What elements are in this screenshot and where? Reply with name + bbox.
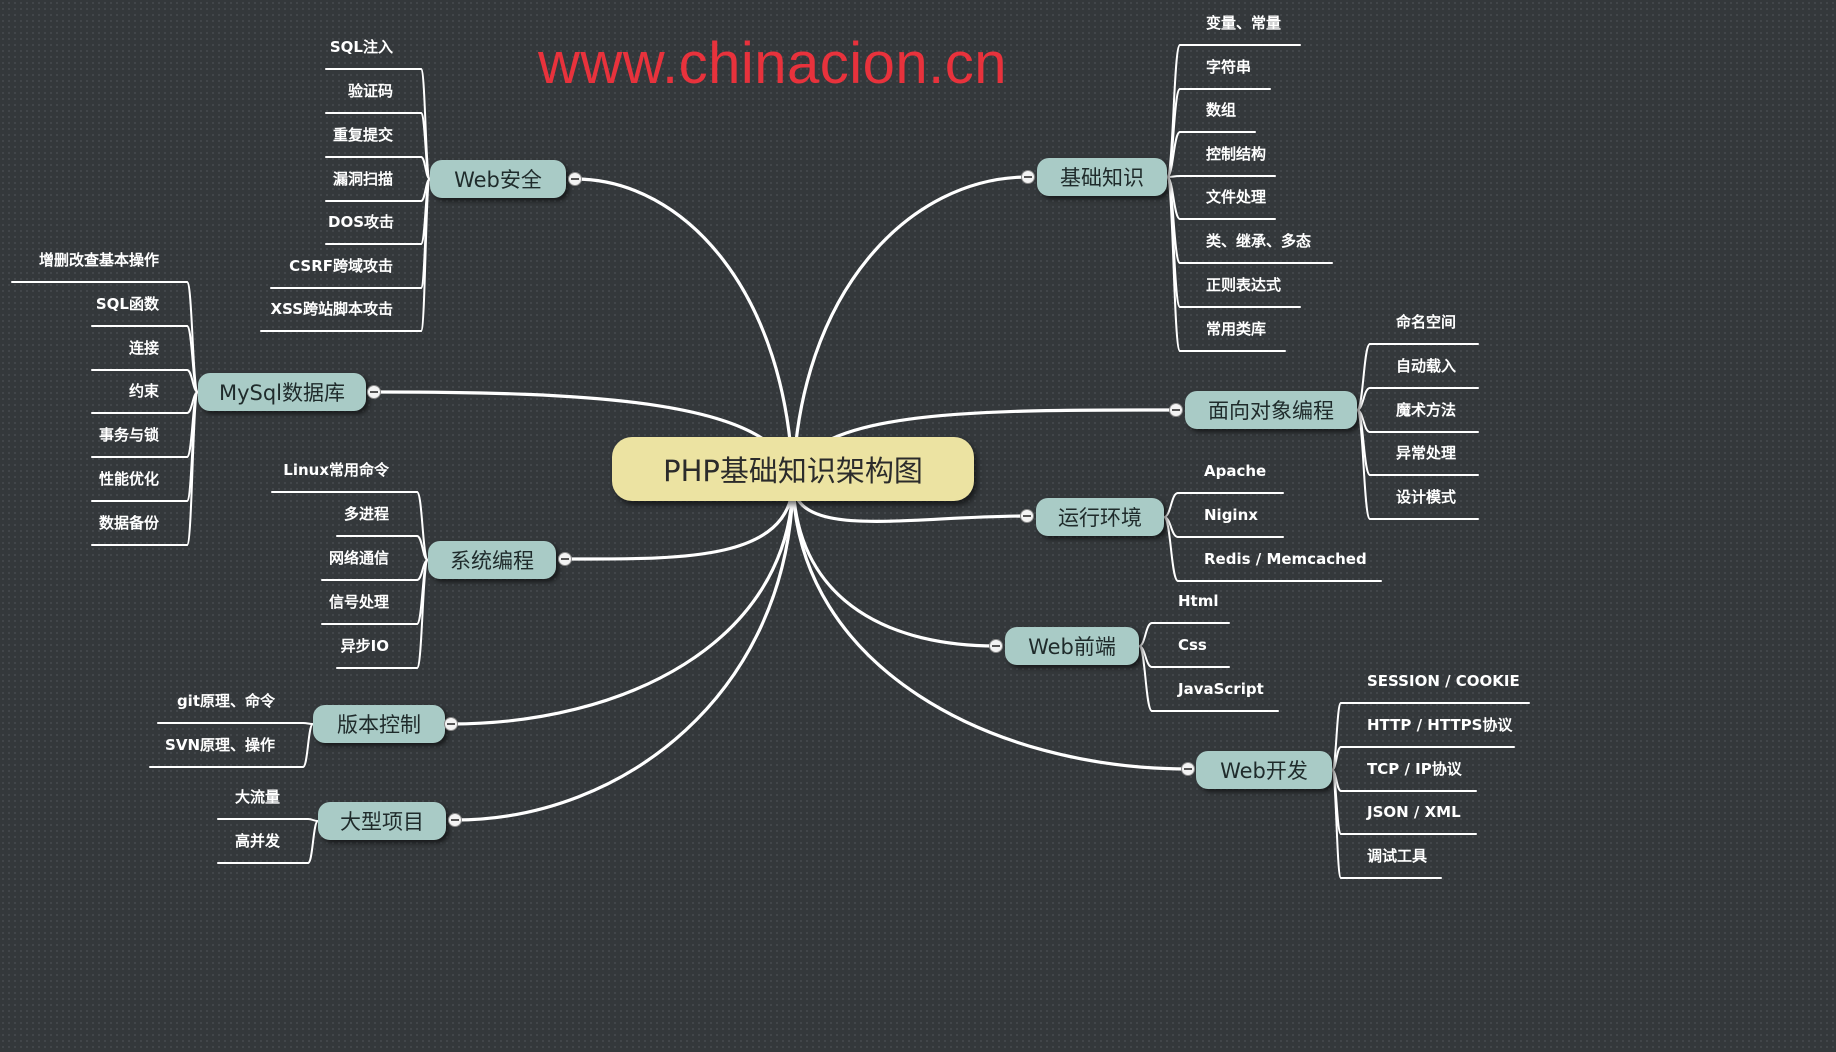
leaf-basic-knowledge-8[interactable]: 常用类库 xyxy=(1206,320,1267,338)
connector-large-projects xyxy=(453,483,795,822)
leaf-web-development-1[interactable]: SESSION / COOKIE xyxy=(1367,672,1520,690)
connector-system-programming xyxy=(563,483,795,561)
leaf-system-programming-1[interactable]: Linux常用命令 xyxy=(283,461,389,479)
leaf-runtime-environment-2[interactable]: Niginx xyxy=(1204,506,1258,524)
leaf-web-frontend-3[interactable]: JavaScript xyxy=(1178,680,1264,698)
collapse-web-frontend-icon[interactable] xyxy=(989,639,1003,653)
branch-runtime-environment[interactable]: 运行环境 xyxy=(1036,498,1164,536)
leaf-connector-mysql-database-7 xyxy=(186,391,199,546)
leaf-web-development-4[interactable]: JSON / XML xyxy=(1367,803,1461,821)
leaf-connector-web-frontend-3 xyxy=(1138,645,1153,712)
collapse-runtime-environment-icon[interactable] xyxy=(1020,509,1034,523)
leaf-connector-basic-knowledge-3 xyxy=(1166,131,1181,178)
branch-mysql-database[interactable]: MySql数据库 xyxy=(198,373,366,411)
branch-web-frontend[interactable]: Web前端 xyxy=(1005,627,1139,665)
leaf-connector-system-programming-5 xyxy=(416,559,429,669)
leaf-connector-version-control-2 xyxy=(302,723,314,768)
collapse-mysql-database-icon[interactable] xyxy=(367,385,381,399)
leaf-web-security-3[interactable]: 重复提交 xyxy=(332,126,393,144)
leaf-system-programming-2[interactable]: 多进程 xyxy=(343,505,389,523)
leaf-connector-oop-5 xyxy=(1356,409,1371,520)
leaf-connector-large-projects-1 xyxy=(307,818,319,822)
branch-web-development[interactable]: Web开发 xyxy=(1196,751,1332,789)
leaf-version-control-2[interactable]: SVN原理、操作 xyxy=(165,736,275,754)
leaf-mysql-database-2[interactable]: SQL函数 xyxy=(95,295,159,313)
leaf-web-development-5[interactable]: 调试工具 xyxy=(1367,847,1428,865)
leaf-connector-mysql-database-1 xyxy=(186,281,199,393)
leaf-system-programming-4[interactable]: 信号处理 xyxy=(328,593,389,611)
leaf-connector-web-frontend-1 xyxy=(1138,622,1153,647)
leaf-oop-5[interactable]: 设计模式 xyxy=(1396,488,1457,506)
collapse-version-control-icon[interactable] xyxy=(444,717,458,731)
leaf-connector-large-projects-2 xyxy=(307,820,319,864)
collapse-basic-knowledge-icon[interactable] xyxy=(1021,170,1035,184)
leaf-basic-knowledge-6[interactable]: 类、继承、多态 xyxy=(1206,232,1312,250)
leaf-basic-knowledge-2[interactable]: 字符串 xyxy=(1206,58,1252,76)
leaf-web-security-2[interactable]: 验证码 xyxy=(347,82,393,100)
leaf-mysql-database-4[interactable]: 约束 xyxy=(128,382,159,400)
leaf-basic-knowledge-7[interactable]: 正则表达式 xyxy=(1206,276,1282,294)
leaf-connector-basic-knowledge-8 xyxy=(1166,176,1181,352)
connector-web-development xyxy=(791,483,1190,771)
leaf-mysql-database-3[interactable]: 连接 xyxy=(128,339,159,357)
leaf-connector-runtime-environment-3 xyxy=(1163,516,1179,582)
leaf-web-security-7[interactable]: XSS跨站脚本攻击 xyxy=(270,300,394,318)
collapse-large-projects-icon[interactable] xyxy=(448,813,462,827)
leaf-connector-web-development-5 xyxy=(1331,769,1342,879)
leaf-connector-web-security-1 xyxy=(420,68,431,180)
collapse-oop-icon[interactable] xyxy=(1169,403,1183,417)
leaf-system-programming-5[interactable]: 异步IO xyxy=(340,637,389,655)
leaf-runtime-environment-3[interactable]: Redis / Memcached xyxy=(1204,550,1367,568)
collapse-web-development-icon[interactable] xyxy=(1181,762,1195,776)
leaf-mysql-database-5[interactable]: 事务与锁 xyxy=(98,426,159,444)
connector-web-security xyxy=(573,177,795,487)
branch-system-programming[interactable]: 系统编程 xyxy=(428,541,556,579)
leaf-basic-knowledge-5[interactable]: 文件处理 xyxy=(1206,188,1267,206)
leaf-oop-4[interactable]: 异常处理 xyxy=(1396,444,1457,462)
connector-version-control xyxy=(449,483,795,726)
connector-web-frontend xyxy=(791,483,998,648)
leaf-mysql-database-6[interactable]: 性能优化 xyxy=(98,470,159,488)
leaf-large-projects-2[interactable]: 高并发 xyxy=(234,832,280,850)
leaf-web-security-5[interactable]: DOS攻击 xyxy=(328,213,395,231)
leaf-version-control-1[interactable]: git原理、命令 xyxy=(176,692,275,710)
leaf-basic-knowledge-1[interactable]: 变量、常量 xyxy=(1206,14,1282,32)
branch-oop[interactable]: 面向对象编程 xyxy=(1185,391,1357,429)
branch-large-projects[interactable]: 大型项目 xyxy=(318,802,446,840)
leaf-large-projects-1[interactable]: 大流量 xyxy=(234,788,280,806)
branch-basic-knowledge[interactable]: 基础知识 xyxy=(1037,158,1167,196)
leaf-connector-web-security-7 xyxy=(420,178,431,332)
leaf-web-frontend-2[interactable]: Css xyxy=(1178,636,1207,654)
central-topic[interactable]: PHP基础知识架构图 xyxy=(612,437,974,501)
leaf-web-security-4[interactable]: 漏洞扫描 xyxy=(332,170,393,188)
leaf-web-security-1[interactable]: SQL注入 xyxy=(329,38,393,56)
leaf-basic-knowledge-4[interactable]: 控制结构 xyxy=(1206,145,1267,163)
leaf-oop-2[interactable]: 自动载入 xyxy=(1396,357,1457,375)
leaf-mysql-database-7[interactable]: 数据备份 xyxy=(98,514,159,532)
connector-runtime-environment xyxy=(791,483,1029,523)
branch-web-security[interactable]: Web安全 xyxy=(430,160,566,198)
leaf-mysql-database-1[interactable]: 增删改查基本操作 xyxy=(38,251,159,269)
watermark-text: www.chinacion.cn xyxy=(538,31,1007,96)
collapse-system-programming-icon[interactable] xyxy=(558,552,572,566)
leaf-oop-1[interactable]: 命名空间 xyxy=(1396,313,1457,331)
leaf-web-development-2[interactable]: HTTP / HTTPS协议 xyxy=(1367,716,1513,734)
leaf-web-security-6[interactable]: CSRF跨域攻击 xyxy=(289,257,393,275)
leaf-connector-runtime-environment-1 xyxy=(1163,492,1179,518)
leaf-runtime-environment-1[interactable]: Apache xyxy=(1204,462,1267,480)
leaf-system-programming-3[interactable]: 网络通信 xyxy=(328,549,389,567)
leaf-oop-3[interactable]: 魔术方法 xyxy=(1396,401,1457,419)
connector-basic-knowledge xyxy=(791,175,1030,487)
leaf-web-frontend-1[interactable]: Html xyxy=(1178,592,1219,610)
leaf-web-development-3[interactable]: TCP / IP协议 xyxy=(1367,760,1462,778)
leaf-basic-knowledge-3[interactable]: 数组 xyxy=(1206,101,1237,119)
collapse-web-security-icon[interactable] xyxy=(568,172,582,186)
leaf-connector-basic-knowledge-4 xyxy=(1166,175,1181,178)
branch-version-control[interactable]: 版本控制 xyxy=(313,705,445,743)
